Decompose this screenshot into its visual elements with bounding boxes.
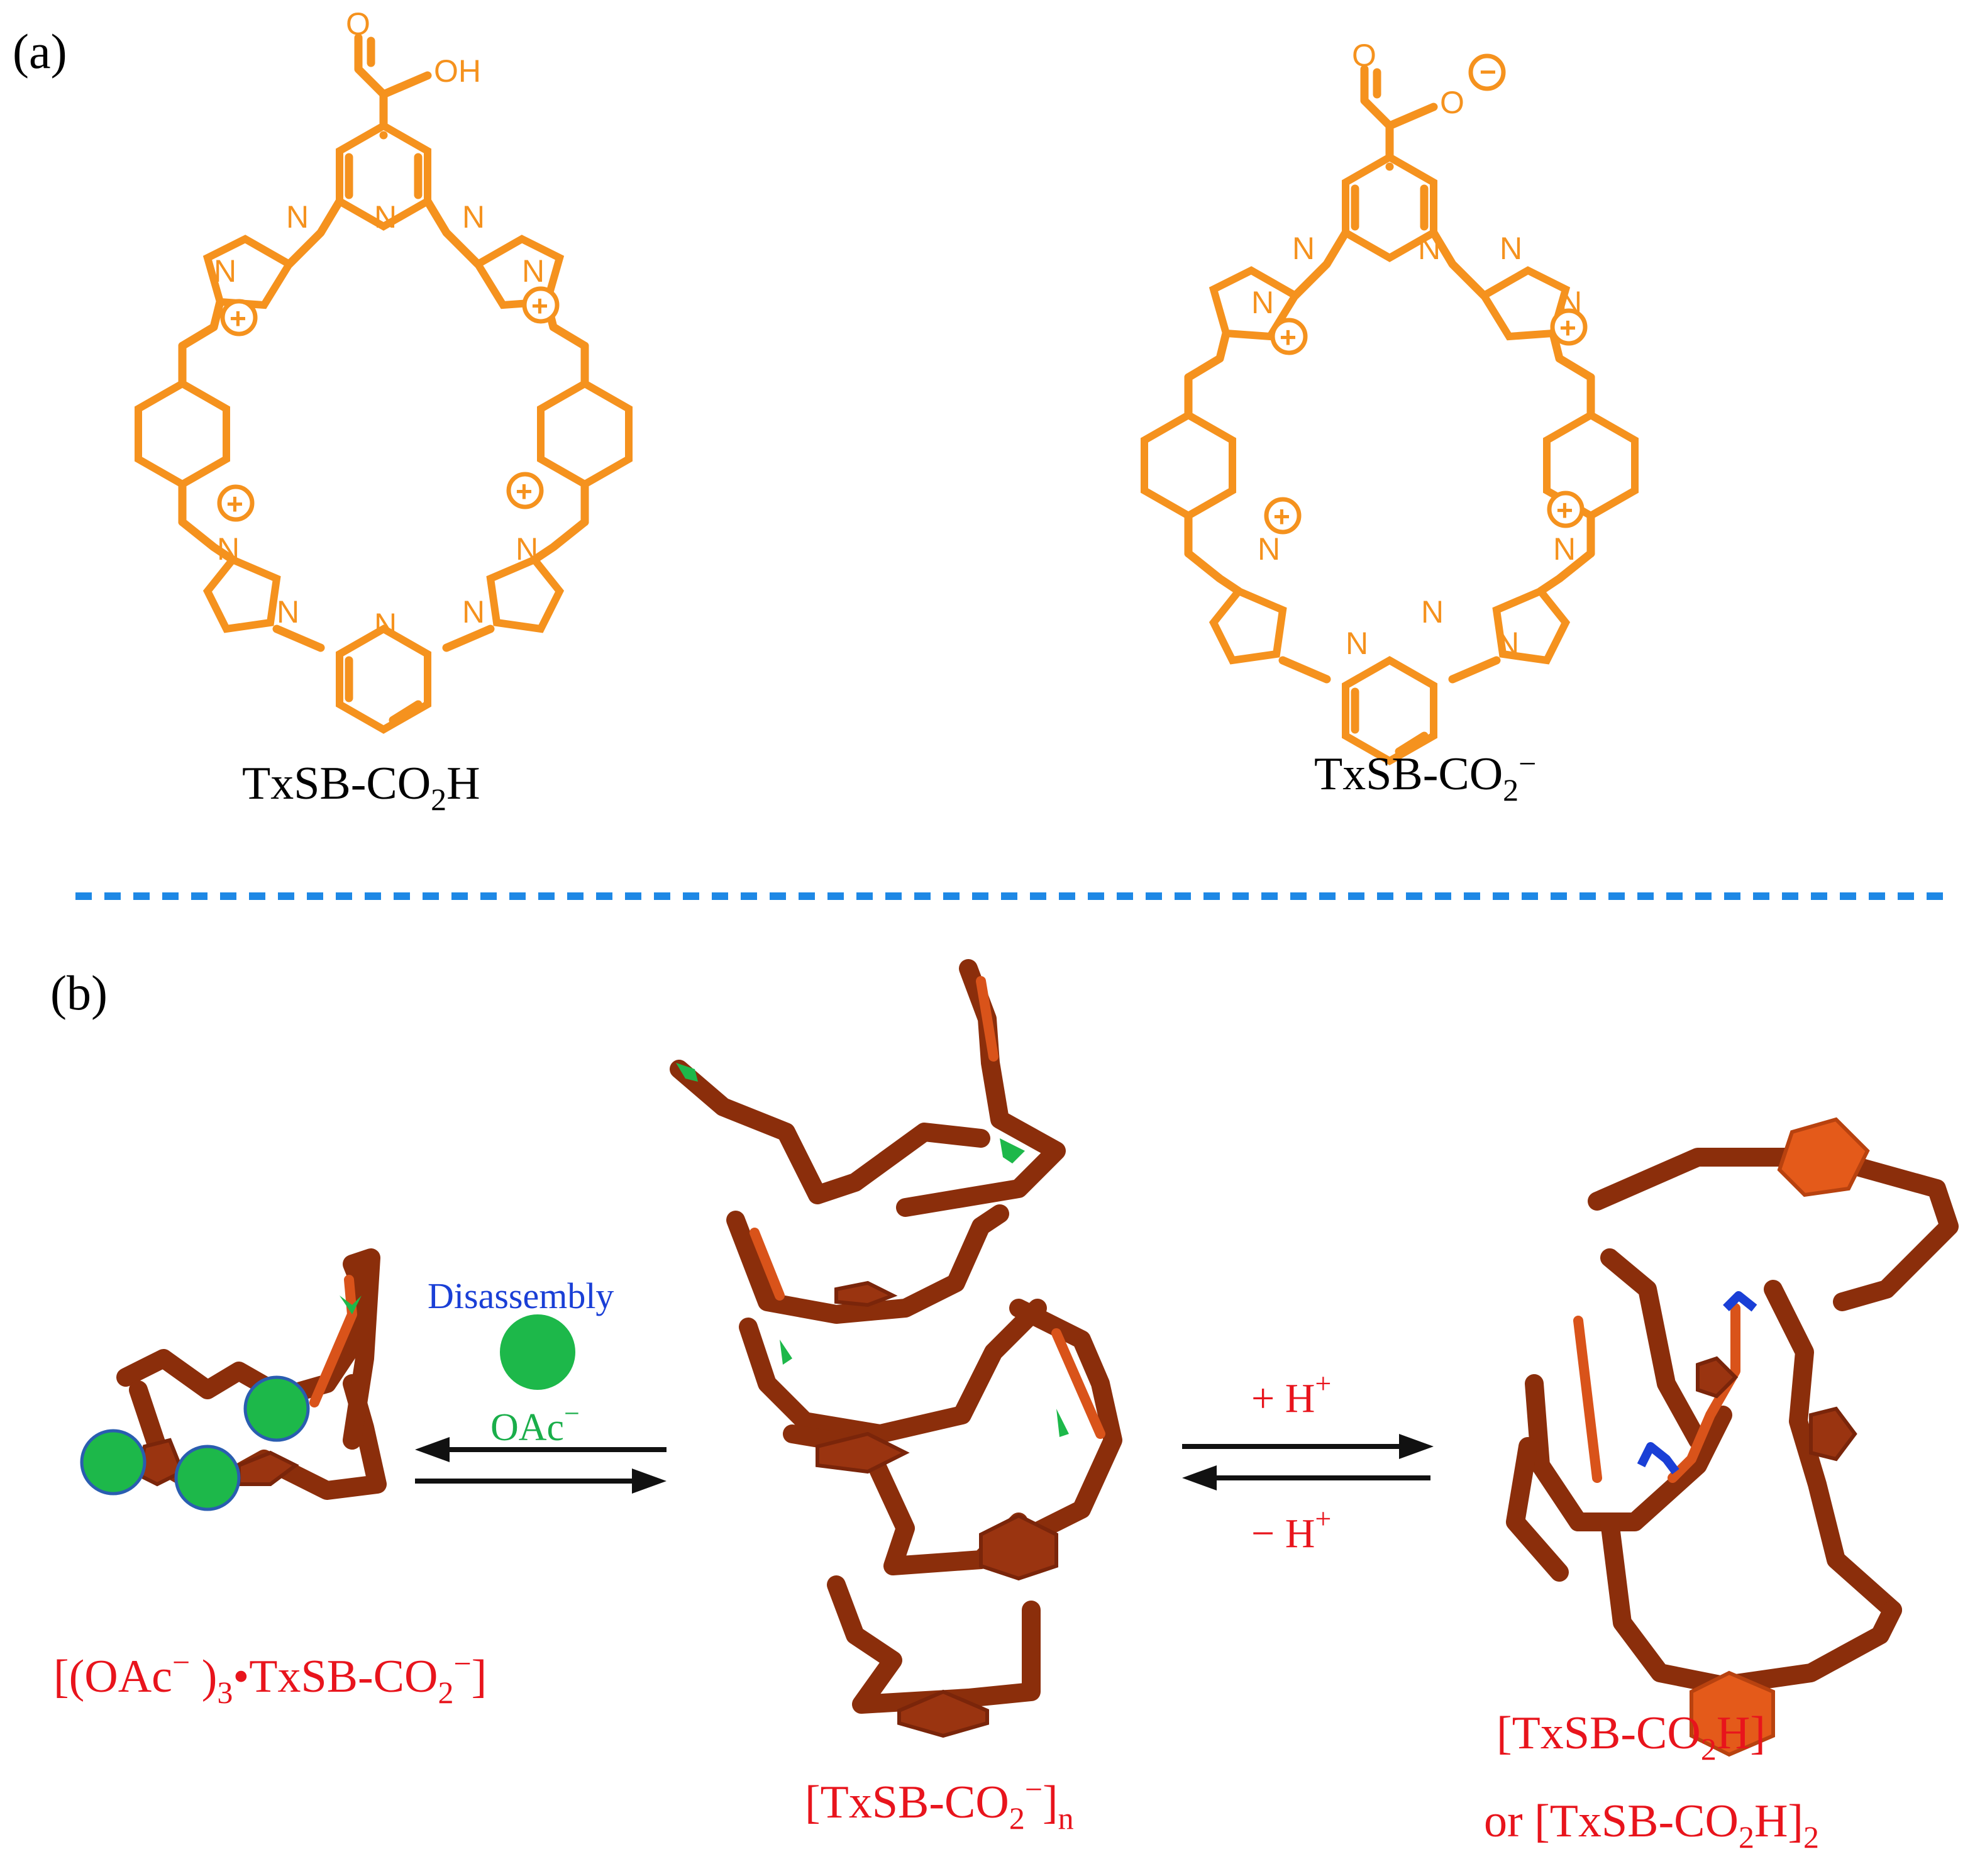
- caption-txsb-co2-anion: TxSB-CO2−: [1314, 746, 1536, 808]
- svg-text:N: N: [277, 594, 299, 630]
- svg-text:+: +: [1273, 500, 1290, 533]
- svg-text:N: N: [522, 253, 545, 289]
- svg-text:+: +: [230, 302, 246, 335]
- panel-b-label: (b): [50, 965, 108, 1020]
- panel-a-label: (a): [13, 24, 67, 79]
- atom-o-minus: O: [1440, 85, 1464, 120]
- equilibrium-arrows-left: [415, 1437, 667, 1494]
- molecule-txsb-co2-anion: O O −: [1144, 38, 1635, 761]
- svg-text:N: N: [462, 594, 485, 630]
- svg-text:N: N: [1251, 285, 1274, 320]
- svg-text:N: N: [1500, 231, 1522, 266]
- caption-protonated-line1: [TxSB-CO2H]: [1496, 1707, 1766, 1767]
- negative-charge: −: [1480, 55, 1496, 88]
- svg-text:N: N: [462, 199, 485, 235]
- svg-text:N: N: [374, 199, 397, 235]
- model-stacked-assembly: [670, 959, 1122, 1738]
- svg-text:N: N: [1346, 626, 1368, 661]
- svg-text:+: +: [226, 487, 243, 520]
- disassembly-label: Disassembly: [428, 1275, 614, 1316]
- svg-text:N: N: [1258, 531, 1280, 567]
- acetate-anion-icon: [500, 1314, 575, 1390]
- model-protonated: [1506, 1117, 1959, 1757]
- svg-text:+: +: [1556, 494, 1573, 526]
- protonation-label: + H+: [1251, 1367, 1331, 1421]
- deprotonation-label: − H+: [1251, 1502, 1331, 1557]
- svg-text:N: N: [1496, 626, 1519, 661]
- svg-text:N: N: [374, 607, 397, 642]
- atom-labels-left: N N N N N N N N N N + + + +: [214, 199, 560, 642]
- svg-text:+: +: [531, 289, 548, 322]
- svg-text:N: N: [217, 531, 240, 567]
- caption-acetate-complex: [(OAc− )3•TxSB-CO2−]: [53, 1645, 487, 1710]
- atom-labels-right: N N N N N N N N N N + + + +: [1251, 231, 1588, 661]
- svg-text:N: N: [286, 199, 309, 235]
- svg-text:+: +: [1559, 311, 1576, 344]
- svg-text:+: +: [516, 475, 533, 508]
- atom-oh: OH: [434, 53, 481, 89]
- svg-text:N: N: [214, 253, 236, 289]
- caption-txsb-co2h: TxSB-CO2H: [242, 758, 480, 817]
- acetate-label: OAc−: [490, 1398, 580, 1449]
- svg-text:N: N: [1553, 531, 1576, 567]
- caption-protonated-line2: or [TxSB-CO2H]2: [1484, 1796, 1819, 1855]
- svg-text:N: N: [516, 531, 538, 567]
- svg-text:N: N: [1421, 594, 1444, 630]
- svg-text:N: N: [1292, 231, 1315, 266]
- caption-stacked-assembly: [TxSB-CO2−]n: [805, 1772, 1074, 1836]
- svg-text:N: N: [1418, 231, 1441, 266]
- svg-text:+: +: [1280, 321, 1297, 353]
- molecule-txsb-co2h: O OH: [138, 6, 629, 730]
- atom-o: O: [1352, 38, 1376, 73]
- atom-o: O: [346, 6, 370, 42]
- model-acetate-complex: [80, 1248, 387, 1511]
- equilibrium-arrows-right: [1182, 1434, 1434, 1490]
